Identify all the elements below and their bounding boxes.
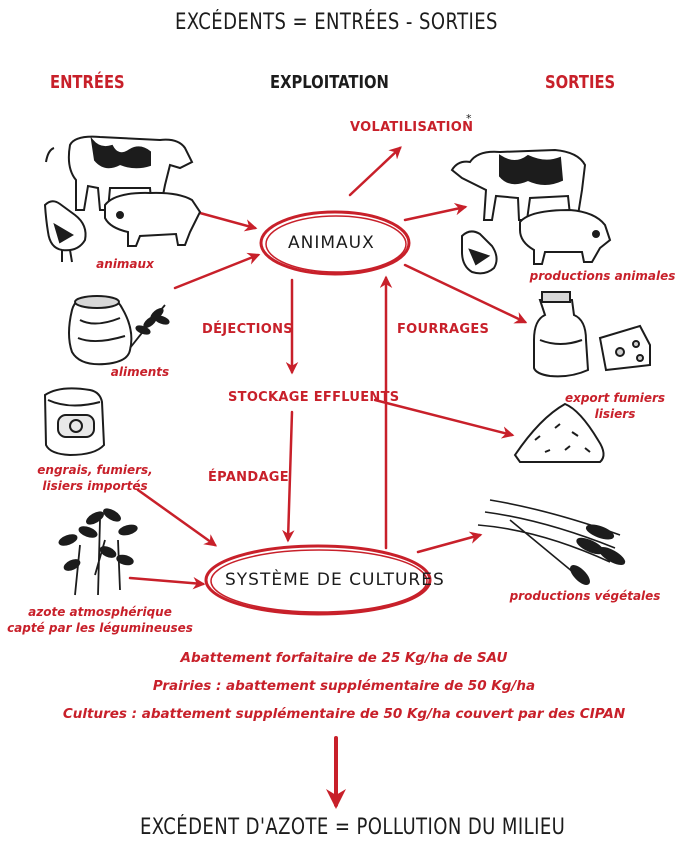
note-prairies: Prairies : abattement supplémentaire de …	[152, 678, 536, 694]
wheat-bundle-icon	[477, 499, 626, 585]
arrow-azote-input	[128, 576, 206, 590]
systeme-ellipse	[204, 544, 432, 616]
arrow-aliments-input	[173, 252, 261, 290]
arrow-to-milk	[403, 263, 528, 324]
arrow-volatilisation	[348, 146, 402, 197]
arrow-engrais-input	[136, 488, 218, 547]
arrow-productions-animales	[403, 203, 468, 222]
conclusion: EXCÉDENT D'AZOTE = POLLUTION DU MILIEU	[140, 815, 566, 840]
animaux-ellipse-inner	[265, 215, 407, 273]
note-abattement-forfaitaire: Abattement forfaitaire de 25 Kg/ha de SA…	[180, 650, 508, 666]
pig-icon	[104, 191, 202, 247]
input-aliments-label: aliments	[110, 365, 170, 379]
column-sorties: SORTIES	[545, 72, 616, 93]
manure-pile-icon	[513, 402, 605, 463]
flow-dejections: DÉJECTIONS	[202, 322, 293, 337]
flow-volatilisation: VOLATILISATION	[350, 120, 474, 135]
node-systeme-label: SYSTÈME DE CULTURES	[225, 570, 445, 590]
milk-can-icon	[533, 291, 590, 378]
arrow-export-fumiers	[373, 398, 515, 439]
column-entrees: ENTRÉES	[50, 72, 125, 93]
legume-plant-icon	[58, 508, 138, 596]
arrow-animaux-input	[198, 211, 258, 232]
arrow-productions-vegetales	[416, 531, 483, 554]
feed-sack-icon	[68, 295, 133, 366]
flow-stockage-effluents: STOCKAGE EFFLUENTS	[228, 390, 400, 405]
note-cultures: Cultures : abattement supplémentaire de …	[62, 706, 626, 722]
wheat-sprig-icon	[129, 304, 170, 349]
chicken-icon	[461, 230, 498, 275]
output-export-label-2: lisiers	[594, 407, 636, 421]
animaux-ellipse	[259, 210, 411, 276]
input-animaux-label: animaux	[96, 257, 154, 271]
cow-icon	[45, 135, 194, 211]
input-engrais-label-1: engrais, fumiers,	[37, 463, 153, 477]
pig-icon	[519, 208, 612, 265]
page-title: EXCÉDENTS = ENTRÉES - SORTIES	[175, 10, 498, 35]
input-azote-label-2: capté par les légumineuses	[7, 621, 193, 635]
output-export-label-1: export fumiers	[564, 391, 666, 405]
chicken-icon	[43, 200, 87, 263]
cheese-icon	[598, 324, 651, 372]
input-azote-label-1: azote atmosphérique	[28, 605, 172, 619]
fertilizer-bag-icon	[43, 387, 106, 457]
flow-fourrages: FOURRAGES	[397, 322, 490, 337]
output-productions-vegetales-label: productions végétales	[509, 589, 661, 603]
input-engrais-label-2: lisiers importés	[42, 479, 148, 493]
column-exploitation: EXPLOITATION	[270, 72, 389, 93]
node-animaux-label: ANIMAUX	[288, 233, 375, 253]
systeme-ellipse-inner	[210, 549, 428, 613]
arrow-epandage	[282, 410, 295, 543]
volatilisation-footnote-mark: *	[466, 112, 472, 125]
output-productions-animales-label: productions animales	[529, 269, 676, 283]
flow-epandage: ÉPANDAGE	[208, 470, 289, 485]
